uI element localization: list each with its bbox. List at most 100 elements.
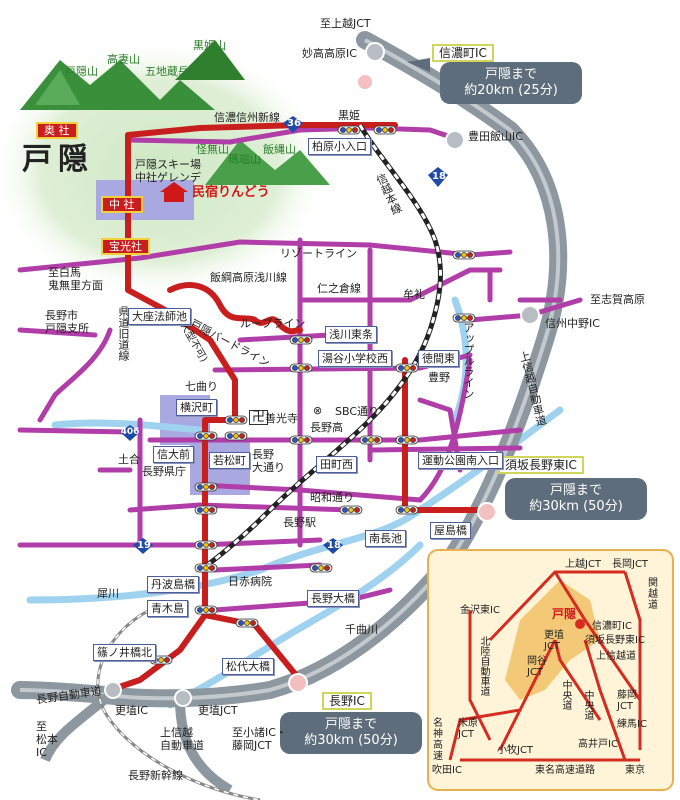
- box-yutani: 湯谷小学校西: [318, 350, 392, 367]
- mt-kurohime: 黒姫山: [193, 39, 226, 52]
- route-togakushi: [125, 132, 238, 423]
- label-to-komoro: 至小諸IC・ 藤岡JCT: [232, 726, 287, 752]
- inset-shinanomachi: 信濃町IC: [592, 621, 632, 632]
- box-matsushiro: 松代大橋: [222, 658, 274, 675]
- label-to-hakuba: 至白馬 鬼無里方面: [48, 266, 103, 292]
- box-unkou: 運動公園南入口: [418, 452, 503, 469]
- mountain-icons: [20, 40, 330, 185]
- box-wakamatsu: 若松町: [209, 452, 250, 469]
- inset-tokyo: 東京: [625, 765, 645, 776]
- road-joshin-expy: 上信越 自動車道: [160, 726, 204, 752]
- road-showa: 昭和通り: [310, 491, 354, 504]
- inset-komaki: 小牧JCT: [497, 745, 534, 756]
- box-tamachi: 田町西: [316, 456, 357, 473]
- label-koshoku-jct: 更埴JCT: [198, 704, 238, 717]
- label-mure: 牟礼: [403, 288, 425, 301]
- box-tanbajima: 丹波島橋: [147, 576, 199, 593]
- route-18-shield-south: 18: [327, 540, 341, 551]
- label-nanamagari: 七曲り: [185, 380, 218, 393]
- callout-east: 戸隠まで 約30km (50分): [505, 478, 647, 520]
- box-minaminagaike: 南長池: [365, 530, 406, 547]
- inset-meishin: 名 神 高 速: [433, 718, 443, 762]
- box-kashiwabara: 柏原小入口: [308, 138, 371, 155]
- river-chikuma: 千曲川: [345, 623, 378, 636]
- inset-joetsu-jct: 上越JCT: [565, 559, 602, 570]
- box-ozahoshi: 大座法師池: [128, 308, 191, 325]
- mt-iizuna: 飯縄山: [263, 143, 296, 156]
- page-title: 戸隠: [22, 142, 94, 177]
- road-izuna-asakawa: 飯綱高原浅川線: [210, 271, 287, 284]
- chusha-gate: 中 社: [101, 196, 143, 213]
- inset-hokuriku: 北陸自動車道: [478, 636, 489, 696]
- inset-togakushi: 戸隠: [552, 607, 577, 621]
- callout-south: 戸隠まで 約30km (50分): [280, 712, 422, 754]
- box-asakawa: 浅川東条: [325, 326, 377, 343]
- hokosha-gate: 宝光社: [101, 238, 150, 255]
- route-36: [125, 122, 363, 138]
- box-yashimabashi: 屋島橋: [430, 522, 471, 539]
- inset-tomei: 東名高速道路: [535, 765, 595, 776]
- route-shields: [120, 116, 448, 554]
- box-nagano-ohashi: 長野大橋: [307, 590, 359, 607]
- inset-fujioka: 藤岡 JCT: [617, 690, 637, 712]
- label-nagano-ko: 長野高: [310, 421, 343, 434]
- mt-menou: 瑪瑙山: [228, 153, 261, 166]
- box-shindaimae: 信大前: [153, 446, 194, 463]
- road-niinokura: 仁之倉線: [317, 282, 361, 295]
- chikuma-river-2: [166, 541, 424, 709]
- inset-suita: 吹田IC: [432, 765, 462, 776]
- label-to-matsumoto: 至 松本 IC: [36, 720, 58, 759]
- label-toyono: 豊野: [428, 371, 450, 384]
- loop-line-squiggle: [167, 282, 303, 335]
- rail-shinkansen: 長野新幹線: [128, 769, 183, 782]
- inset-koshoku-jct: 更埴 JCT: [544, 630, 564, 652]
- school-icon: ⊗: [313, 404, 323, 417]
- route-18-shield-north: 18: [432, 171, 446, 182]
- shinanomachi-ic-box: 信濃町IC: [432, 44, 494, 62]
- label-zenkoji: 善光寺: [265, 412, 298, 425]
- signal-markers: [149, 125, 476, 665]
- mt-takazuma: 高妻山: [107, 53, 140, 66]
- label-myoko: 妙高高原IC: [302, 47, 357, 60]
- zenkoji-icon: 卍: [249, 410, 269, 425]
- label-toyota: 豊田飯山IC: [468, 130, 523, 143]
- label-tsuchi: 土合: [118, 453, 140, 466]
- japan-inset-map: [427, 549, 674, 791]
- road-kyudo: 県道旧道線: [117, 306, 130, 361]
- interchange-circles: [104, 42, 540, 707]
- inset-chuo: 中央道: [560, 680, 571, 710]
- inset-chuo2: 中央道: [582, 690, 593, 720]
- callout-north: 戸隠まで 約20km (25分): [440, 62, 582, 104]
- label-nisseki: 日赤病院: [228, 575, 272, 588]
- road-loop: ループライン: [240, 317, 306, 330]
- label-to-joetsu: 至上越JCT: [320, 17, 371, 30]
- minshuku-label: 民宿りんどう: [192, 185, 270, 200]
- inset-kanetsu: 関 越 道: [648, 578, 658, 611]
- inset-nerima: 練馬IC: [617, 719, 647, 730]
- road-apple: アップルライン: [462, 322, 475, 399]
- label-koshoku-ic: 更埴IC: [115, 704, 148, 717]
- box-tokuma: 徳間東: [418, 350, 459, 367]
- box-shinonoi: 篠ノ井橋北: [93, 644, 156, 661]
- road-resort: リゾートライン: [280, 247, 357, 260]
- inset-kanazawa: 金沢東IC: [460, 605, 500, 616]
- minshuku-house: [160, 182, 188, 202]
- inset-suzaka: 須坂長野東IC: [585, 635, 645, 646]
- route-36-shield: 36: [287, 118, 301, 129]
- okusha-gate: 奥 社: [36, 122, 78, 139]
- inset-okaya-jct: 岡谷 JCT: [527, 656, 547, 678]
- inset-takaido: 高井戸IC: [578, 739, 618, 750]
- nagano-ic-box: 長野IC: [322, 692, 372, 710]
- inset-nagaoka-jct: 長岡JCT: [612, 559, 649, 570]
- label-branch: 長野市 戸隠支所: [45, 309, 89, 335]
- road-nagano-odori: 長野 大通り: [252, 448, 285, 474]
- koshoku-branch: [175, 699, 233, 795]
- label-kencho: 長野県庁: [142, 465, 186, 478]
- suzaka-ic-box: 須坂長野東IC: [498, 456, 584, 474]
- label-nagano-st: 長野駅: [283, 516, 316, 529]
- ski-area-label: 戸隠スキー場 中社ゲレンデ: [135, 158, 201, 184]
- road-sbc: SBC通り: [335, 405, 380, 418]
- box-aokijima: 青木島: [147, 600, 188, 617]
- label-kurohime: 黒姫: [338, 109, 360, 122]
